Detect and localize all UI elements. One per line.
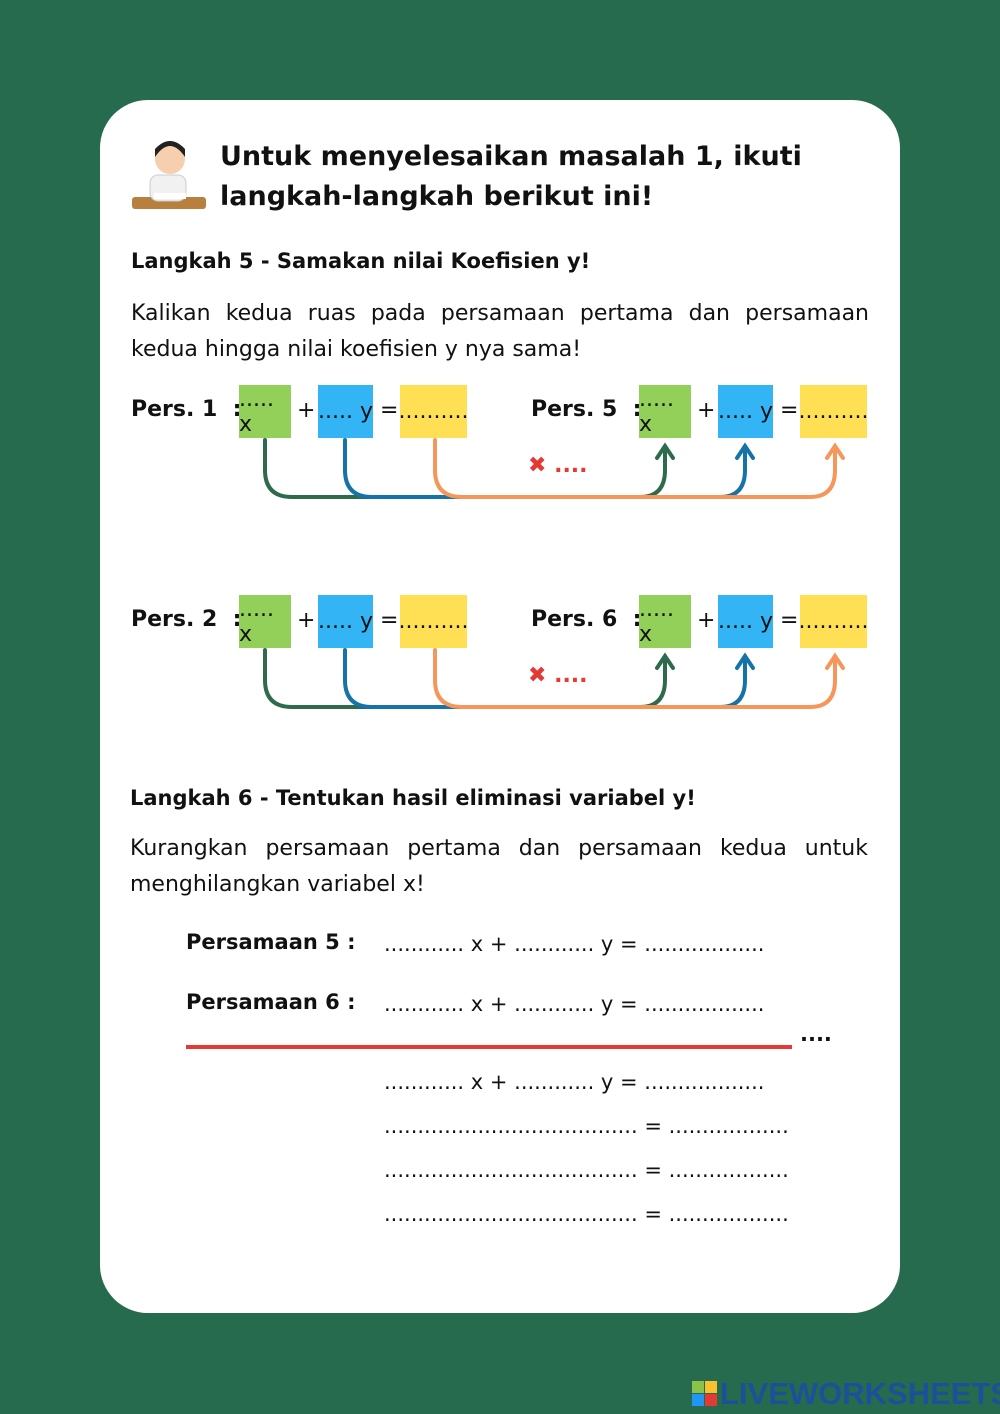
x-coefficient-box[interactable]: ..... x	[239, 385, 291, 438]
multiply-arrows	[263, 648, 845, 709]
multiplier-blank[interactable]: ✖ ....	[528, 663, 588, 688]
eq5-label: Persamaan 5 :	[186, 930, 356, 954]
operation-blank[interactable]: ....	[800, 1022, 832, 1046]
live-blocks-icon	[692, 1381, 717, 1406]
equals-sign: =	[780, 608, 799, 633]
constant-box[interactable]: ..........	[399, 595, 468, 648]
equation-label-2: Pers. 2 :	[131, 607, 242, 632]
subtraction-line	[186, 1045, 792, 1049]
result-line[interactable]: ............ x + ............ y = ......…	[384, 1070, 765, 1094]
step5-heading: Langkah 5 - Samakan nilai Koefisien y!	[131, 249, 591, 273]
x-coefficient-box[interactable]: ..... x	[239, 595, 291, 648]
plus-sign: +	[697, 398, 716, 423]
equation-label-5: Pers. 5 :	[531, 397, 642, 422]
multiply-arrows	[263, 438, 845, 499]
result-line[interactable]: ...................................... =…	[384, 1202, 789, 1226]
y-coefficient-box[interactable]: ..... y	[318, 385, 373, 438]
y-coefficient-box[interactable]: ..... y	[718, 595, 773, 648]
equation-label-6: Pers. 6 :	[531, 607, 642, 632]
constant-box[interactable]: ..........	[799, 385, 868, 438]
page-title: Untuk menyelesaikan masalah 1, ikuti lan…	[220, 141, 802, 212]
step6-instructions: Kurangkan persamaan pertama dan persamaa…	[130, 836, 868, 897]
result-line[interactable]: ...................................... =…	[384, 1114, 789, 1138]
x-coefficient-box[interactable]: ..... x	[639, 385, 691, 438]
logo-text: LIVEWORKSHEETS	[720, 1376, 1000, 1411]
constant-box[interactable]: ..........	[799, 595, 868, 648]
constant-box[interactable]: ..........	[399, 385, 468, 438]
eq6-label: Persamaan 6 :	[186, 990, 356, 1014]
x-coefficient-box[interactable]: ..... x	[639, 595, 691, 648]
result-line[interactable]: ...................................... =…	[384, 1158, 789, 1182]
equals-sign: =	[380, 608, 399, 633]
equals-sign: =	[380, 398, 399, 423]
eq5-blanks[interactable]: ............ x + ............ y = ......…	[384, 932, 765, 956]
liveworksheets-logo: LIVEWORKSHEETS	[692, 1376, 1000, 1412]
plus-sign: +	[297, 398, 316, 423]
step5-instructions: Kalikan kedua ruas pada persamaan pertam…	[131, 301, 869, 362]
plus-sign: +	[297, 608, 316, 633]
plus-sign: +	[697, 608, 716, 633]
y-coefficient-box[interactable]: ..... y	[318, 595, 373, 648]
y-coefficient-box[interactable]: ..... y	[718, 385, 773, 438]
student-illustration-icon	[132, 141, 206, 209]
multiplier-blank[interactable]: ✖ ....	[528, 453, 588, 478]
eq6-blanks[interactable]: ............ x + ............ y = ......…	[384, 992, 765, 1016]
step6-heading: Langkah 6 - Tentukan hasil eliminasi var…	[130, 786, 696, 810]
equation-label-1: Pers. 1 :	[131, 397, 242, 422]
equals-sign: =	[780, 398, 799, 423]
